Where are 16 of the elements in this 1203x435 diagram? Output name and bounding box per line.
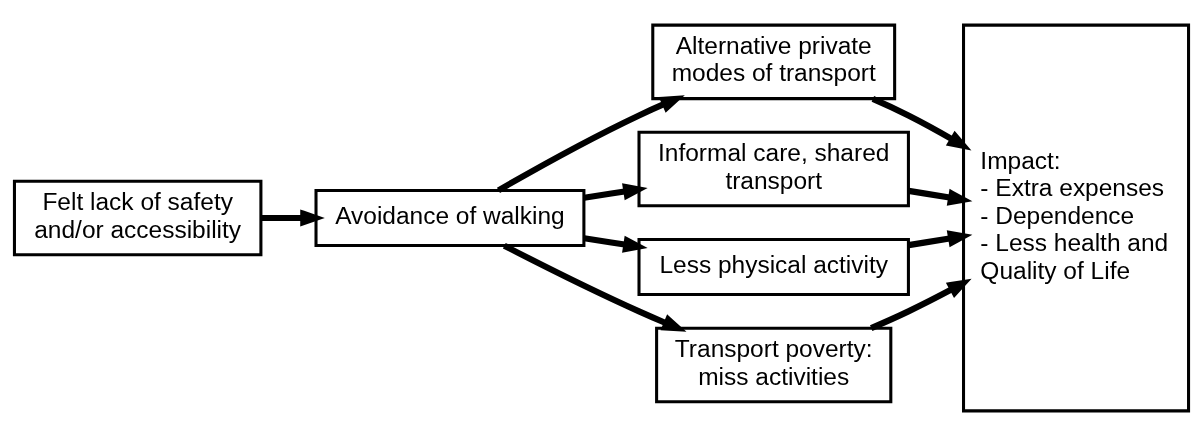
arrow — [502, 242, 687, 332]
arrow — [261, 208, 325, 227]
arrow — [583, 234, 648, 253]
node-box: Felt lack of safety and/or accessibility — [12, 179, 263, 256]
arrow — [583, 182, 648, 201]
node-box: Transport poverty: miss activities — [655, 326, 893, 403]
node-box: Avoidance of walking — [314, 188, 586, 247]
node-box: Less physical activity — [637, 237, 910, 296]
arrow — [496, 94, 685, 193]
arrow — [870, 278, 972, 331]
node-box: Informal care, shared transport — [637, 130, 910, 207]
node-box: Alternative private modes of transport — [651, 23, 897, 100]
arrow — [908, 229, 973, 248]
node-box: Impact: - Extra expenses - Dependence - Less health and Quality of Life — [962, 23, 1191, 412]
arrow — [908, 187, 973, 206]
arrow — [871, 95, 972, 150]
